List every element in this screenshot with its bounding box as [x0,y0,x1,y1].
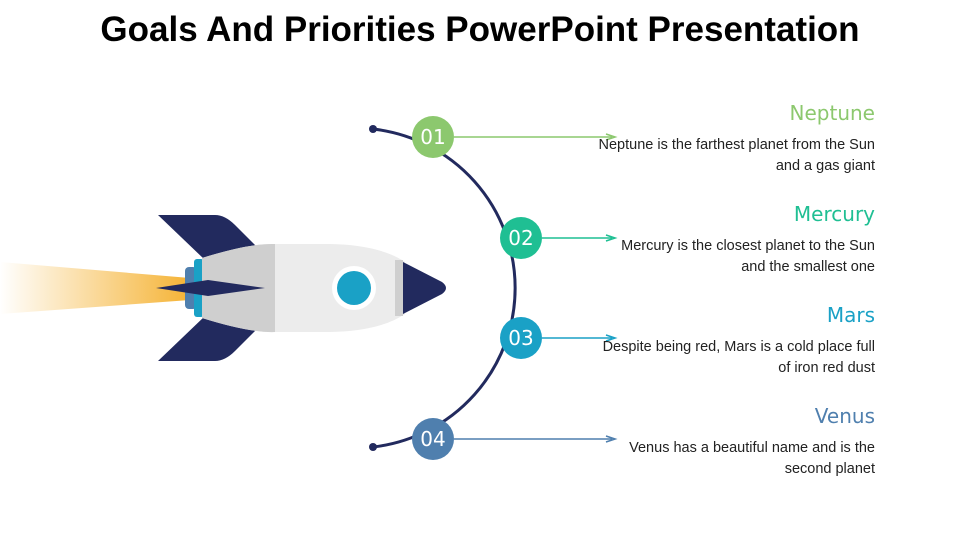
goal-description: Venus has a beautiful name and is the se… [629,440,875,477]
step-number-03: 03 [500,317,542,359]
goal-item-mars: Mars Despite being red, Mars is a cold p… [595,303,875,379]
arrow-01 [454,133,618,141]
goal-description: Mercury is the closest planet to the Sun… [621,238,875,275]
rocket-center-fin [156,280,265,296]
rocket-band [395,260,403,316]
goal-item-neptune: Neptune Neptune is the farthest planet f… [595,101,875,177]
page-title: Goals And Priorities PowerPoint Presenta… [100,10,860,49]
goal-heading: Mercury [793,202,875,226]
arrow-02 [542,234,618,242]
rocket-window [337,271,371,305]
goal-heading: Neptune [789,101,875,125]
step-number-01: 01 [412,116,454,158]
goal-heading: Venus [814,404,875,428]
goal-description: Neptune is the farthest planet from the … [598,137,875,174]
arc-end-dot [369,443,377,451]
goal-description: Despite being red, Mars is a cold place … [602,339,875,376]
arrows [454,133,618,443]
step-number-04: 04 [412,418,454,460]
arrow-03 [542,334,618,342]
rocket-flame [0,262,190,314]
rocket-nose [403,262,446,314]
rocket-icon [0,215,446,361]
step-number-02: 02 [500,217,542,259]
arc-start-dot [369,125,377,133]
goal-item-mercury: Mercury Mercury is the closest planet to… [595,202,875,278]
goal-item-venus: Venus Venus has a beautiful name and is … [595,404,875,480]
arrow-04 [454,435,618,443]
goal-heading: Mars [826,303,875,327]
